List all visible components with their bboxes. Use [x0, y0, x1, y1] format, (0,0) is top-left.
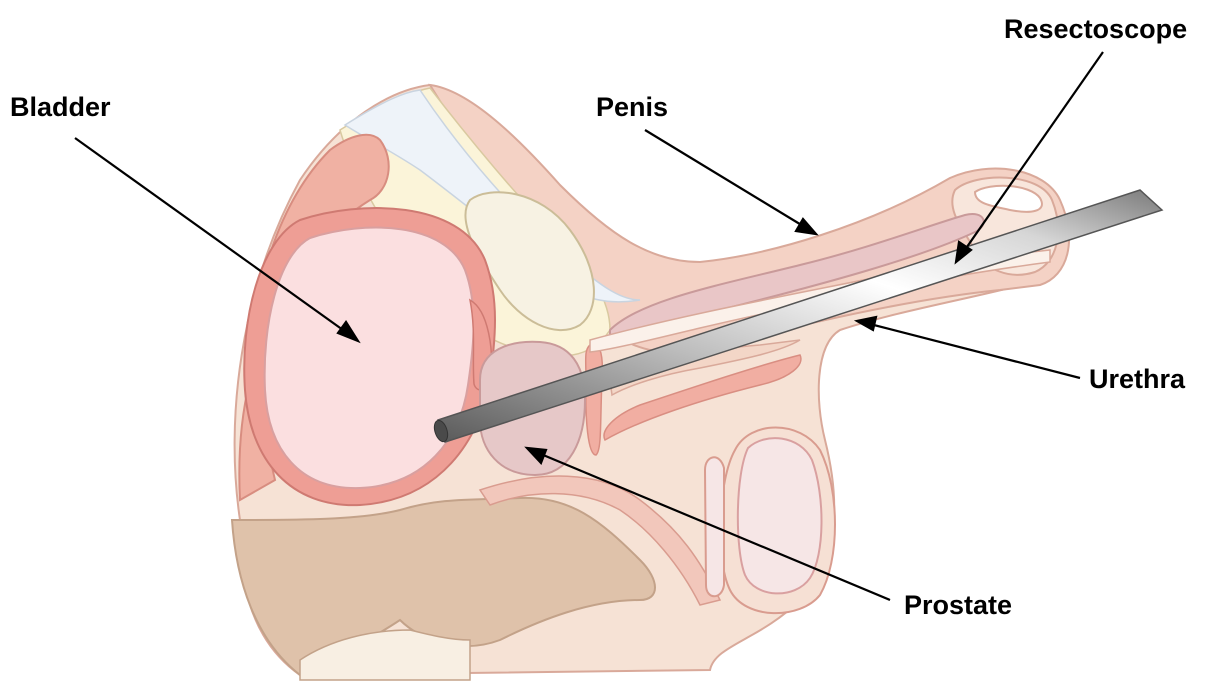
- urethra-leader: [866, 323, 1080, 378]
- penis-arrowhead: [796, 219, 816, 234]
- prostate-label: Prostate: [904, 592, 1012, 619]
- resectoscope-label: Resectoscope: [1004, 16, 1187, 43]
- penis-label: Penis: [596, 94, 668, 121]
- testicle: [738, 438, 822, 593]
- bladder-label: Bladder: [10, 94, 111, 121]
- penis-leader: [645, 130, 808, 229]
- bladder-lumen: [265, 228, 474, 489]
- urethra-label: Urethra: [1089, 366, 1185, 393]
- sphincter: [586, 344, 603, 455]
